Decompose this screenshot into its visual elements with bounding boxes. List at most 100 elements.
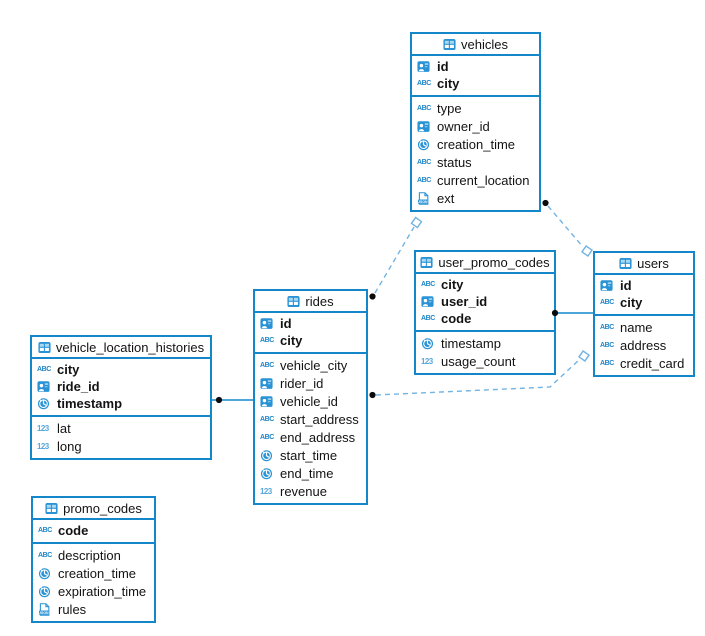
field-row[interactable]: expiration_time (33, 582, 154, 600)
uuid-icon (421, 295, 437, 308)
field-row[interactable]: ext (412, 189, 539, 207)
uuid-icon (260, 317, 276, 330)
field-row[interactable]: creation_time (33, 564, 154, 582)
field-row[interactable]: start_time (255, 446, 366, 464)
field-row[interactable]: code (416, 310, 554, 327)
field-row[interactable]: rider_id (255, 374, 366, 392)
field-row[interactable]: address (595, 336, 693, 354)
key-fields-section: city ride_id timestamp (32, 359, 210, 417)
field-name: type (437, 100, 462, 116)
table-name: vehicles (461, 36, 508, 52)
entity-vehicles[interactable]: vehicles id city type owner_id creation_… (410, 32, 541, 212)
field-name: vehicle_city (280, 357, 348, 373)
relation-vehicles-users[interactable] (547, 205, 584, 248)
field-row[interactable]: current_location (412, 171, 539, 189)
entity-header-vehicles[interactable]: vehicles (412, 34, 539, 56)
field-name: vehicle_id (280, 393, 338, 409)
table-icon (619, 257, 632, 270)
field-name: credit_card (620, 355, 685, 371)
field-name: code (441, 311, 472, 326)
table-icon (420, 256, 433, 269)
field-name: long (57, 438, 82, 454)
entity-header-user-promo-codes[interactable]: user_promo_codes (416, 252, 554, 274)
field-row[interactable]: id (412, 58, 539, 75)
field-row[interactable]: id (255, 315, 366, 332)
field-name: ext (437, 190, 455, 206)
field-name: start_time (280, 447, 338, 463)
field-row[interactable]: revenue (255, 482, 366, 500)
field-row[interactable]: status (412, 153, 539, 171)
field-row[interactable]: end_time (255, 464, 366, 482)
relation-endpoint-dot (369, 391, 376, 399)
relation-endpoint-diamond (578, 350, 590, 362)
field-row[interactable]: end_address (255, 428, 366, 446)
field-name: rider_id (280, 375, 324, 391)
key-fields-section: city user_id code (416, 274, 554, 332)
uuid-icon (417, 120, 433, 133)
field-row[interactable]: timestamp (416, 334, 554, 352)
entity-vehicle-location-histories[interactable]: vehicle_location_histories city ride_id … (30, 335, 212, 460)
timestamp-icon (417, 138, 433, 151)
field-name: address (620, 337, 667, 353)
key-fields-section: code (33, 520, 154, 544)
entity-header-promo-codes[interactable]: promo_codes (33, 498, 154, 520)
field-name: expiration_time (58, 583, 147, 599)
field-row[interactable]: type (412, 99, 539, 117)
field-row[interactable]: usage_count (416, 352, 554, 370)
json-icon (417, 192, 433, 205)
timestamp-icon (260, 467, 276, 480)
entity-promo-codes[interactable]: promo_codes code description creation_ti… (31, 496, 156, 623)
uuid-icon (37, 380, 53, 393)
table-icon (38, 341, 51, 354)
field-row[interactable]: vehicle_id (255, 392, 366, 410)
field-row[interactable]: city (595, 294, 693, 311)
entity-users[interactable]: users id city name address credit_card (593, 251, 695, 377)
fields-section: type owner_id creation_time status curre… (412, 97, 539, 210)
text-icon (38, 524, 54, 537)
field-row[interactable]: start_address (255, 410, 366, 428)
field-name: status (437, 154, 472, 170)
table-name: vehicle_location_histories (55, 339, 205, 355)
timestamp-icon (260, 449, 276, 462)
timestamp-icon (38, 585, 54, 598)
table-icon (443, 38, 456, 51)
field-row[interactable]: long (32, 437, 210, 455)
field-row[interactable]: name (595, 318, 693, 336)
relation-rides-vehicles[interactable] (374, 226, 415, 294)
timestamp-icon (37, 397, 53, 410)
field-row[interactable]: vehicle_city (255, 356, 366, 374)
field-row[interactable]: ride_id (32, 378, 210, 395)
field-row[interactable]: owner_id (412, 117, 539, 135)
field-row[interactable]: city (255, 332, 366, 349)
entity-header-rides[interactable]: rides (255, 291, 366, 313)
key-fields-section: id city (412, 56, 539, 97)
field-name: city (441, 277, 464, 292)
entity-header-users[interactable]: users (595, 253, 693, 275)
relation-endpoint-diamond (410, 216, 423, 229)
text-icon (260, 431, 276, 444)
entity-rides[interactable]: rides id city vehicle_city rider_id vehi… (253, 289, 368, 505)
entity-header-vehicle-location-histories[interactable]: vehicle_location_histories (32, 337, 210, 359)
field-row[interactable]: city (32, 361, 210, 378)
field-row[interactable]: timestamp (32, 395, 210, 412)
field-row[interactable]: lat (32, 419, 210, 437)
field-row[interactable]: city (416, 276, 554, 293)
field-name: city (437, 76, 460, 91)
field-name: owner_id (437, 118, 490, 134)
field-name: id (620, 278, 632, 293)
field-name: code (58, 523, 89, 538)
entity-user-promo-codes[interactable]: user_promo_codes city user_id code times… (414, 250, 556, 375)
field-name: rules (58, 601, 87, 617)
text-icon (260, 334, 276, 347)
field-row[interactable]: id (595, 277, 693, 294)
relation-endpoint-diamond (581, 245, 593, 257)
field-row[interactable]: code (33, 522, 154, 539)
field-row[interactable]: credit_card (595, 354, 693, 372)
field-row[interactable]: description (33, 546, 154, 564)
field-row[interactable]: city (412, 75, 539, 92)
field-row[interactable]: user_id (416, 293, 554, 310)
fields-section: description creation_time expiration_tim… (33, 544, 154, 621)
field-name: creation_time (437, 136, 516, 152)
field-row[interactable]: creation_time (412, 135, 539, 153)
field-row[interactable]: rules (33, 600, 154, 618)
